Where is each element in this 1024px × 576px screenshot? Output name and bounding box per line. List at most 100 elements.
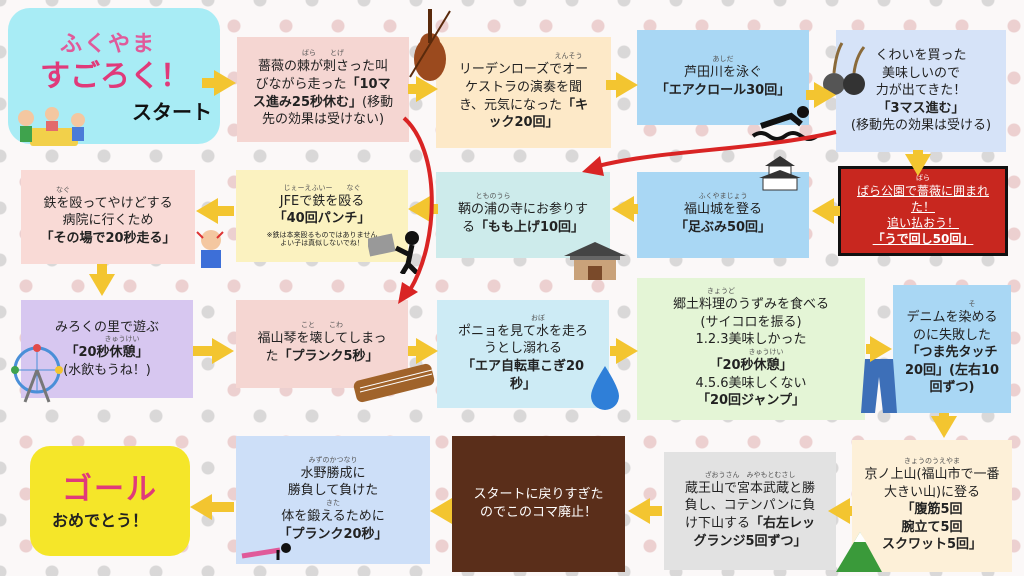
castle-icon xyxy=(755,152,805,198)
arrow-stem xyxy=(832,206,840,216)
text: JFEで鉄を殴る xyxy=(279,193,365,209)
arrow-stem xyxy=(610,346,618,356)
square-tetsu[interactable]: なぐ 鉄を殴ってやけどする 病院に行くため 「その場で20秒走る」 xyxy=(21,170,224,268)
text: 力が出てきた！ xyxy=(875,83,967,99)
injured-person-icon xyxy=(193,228,229,274)
ruby: とものうら xyxy=(475,192,511,201)
start-label: スタート xyxy=(132,99,212,124)
square-miroku[interactable]: みろくの里で遊ぶ きゅうけい 「20秒休憩」 (水飲もうね！) xyxy=(11,300,193,403)
effect: 「20秒休憩」 xyxy=(65,345,149,361)
ruby: きょうど xyxy=(707,287,735,296)
text: 大きい山)に登る xyxy=(883,484,981,500)
text: き、元気になった xyxy=(458,97,563,113)
text: 福山城を登る xyxy=(683,202,762,218)
square-zao[interactable]: ざおうさん みやもとむさし 蔵王山で宮本武蔵と勝 負し、コテンパンに負 け下山す… xyxy=(664,452,836,570)
square-bara[interactable]: ばら とげ 薔薇の棘が刺さった叫 びながら走った「10マ ス進み25秒休む」(移… xyxy=(237,37,409,142)
water-drop-icon xyxy=(587,364,623,420)
arrow-right-icon xyxy=(416,338,438,364)
text: た xyxy=(265,349,279,364)
arrow-stem xyxy=(210,502,234,512)
effect: ス進み25秒休む」 xyxy=(252,94,362,110)
text: 鞆の浦の寺にお参りす xyxy=(457,202,588,218)
text: 蔵王山で宮本武蔵と勝 xyxy=(684,480,815,496)
arrow-down-icon xyxy=(905,154,931,176)
ruby: みずのかつなり xyxy=(308,455,358,464)
text: 病院に行くため xyxy=(62,213,154,229)
effect: 「腹筋5回 xyxy=(901,502,963,518)
square-castle[interactable]: ふくやまじょう 福山城を登る 「足ぶみ50回」 xyxy=(637,156,809,258)
temple-icon xyxy=(562,242,628,290)
text: (サイコロを振る) xyxy=(700,314,802,330)
arrow-stem xyxy=(606,80,618,90)
square-kuwai[interactable]: くわいを買った 美味しいので 力が出てきた！ 「3マス進む」 (移動先の効果は受… xyxy=(823,30,1006,152)
start-title-line1: ふくやま xyxy=(60,32,157,57)
arrow-left-icon xyxy=(190,494,212,520)
text: のでこのコマ廃止！ xyxy=(479,505,597,520)
square-koto[interactable]: こと こわ 福山琴を壊してしまっ た「プランク5秒」 xyxy=(236,300,435,403)
text: 追い払おう！ xyxy=(886,216,959,230)
ruby: おぼ xyxy=(531,313,545,322)
arrow-left-icon xyxy=(196,198,218,224)
text: 郷土料理のうずみを食べる xyxy=(672,297,829,313)
goal-subtitle: おめでとう！ xyxy=(51,511,148,531)
text: リーデンローズでオー xyxy=(458,62,589,78)
text: る xyxy=(461,220,475,235)
effect: 「その場で20秒走る」 xyxy=(40,230,176,246)
square-kyono[interactable]: きょうのうえやま 京ノ上山(福山市で一番 大きい山)に登る 「腹筋5回 腕立て5… xyxy=(836,440,1012,572)
arrow-stem xyxy=(97,264,107,276)
arrow-right-icon xyxy=(616,338,638,364)
effect: 「エアクロール30回」 xyxy=(655,82,791,98)
cello-icon xyxy=(406,7,456,93)
ruby: あしだ xyxy=(712,54,734,63)
jeans-icon xyxy=(859,357,899,421)
arrow-left-icon xyxy=(408,196,430,222)
effect: 「もも上げ10回」 xyxy=(474,220,585,235)
square-ashida[interactable]: あしだ 芦田川を泳ぐ 「エアクロール30回」 xyxy=(637,30,819,141)
arrow-stem xyxy=(193,346,213,356)
arrow-stem xyxy=(913,150,923,156)
ruby: ばら xyxy=(916,173,930,182)
ruby: きた xyxy=(326,499,340,507)
note: ※鉄は本来殴るものではありません xyxy=(266,230,378,239)
effect: 「3マス進む」 xyxy=(877,100,965,116)
text: ばら公園で薔薇に囲まれた！ xyxy=(856,183,989,214)
ruby: きゅうけい xyxy=(104,335,140,344)
square-tomo[interactable]: とものうら 鞆の浦の寺にお参りす る「もも上げ10回」 xyxy=(436,172,626,280)
arrow-stem xyxy=(408,84,418,94)
square-mizuno[interactable]: みずのかつなり 水野勝成に 勝負して負けた きた 体を鍛えるために 「プランク2… xyxy=(236,436,430,564)
square-rose[interactable]: ばら ばら公園で薔薇に囲まれた！ 追い払おう！ 「うで回し50回」 xyxy=(838,166,1008,256)
square-jfe[interactable]: じぇーえふいー なぐ JFEで鉄を殴る 「40回パンチ」 ※鉄は本来殴るものでは… xyxy=(236,170,420,276)
effect: 回ずつ) xyxy=(929,380,975,396)
ruby: ざおうさん みやもとむさし xyxy=(704,470,796,479)
text: 負し、コテンパンに負 xyxy=(684,498,816,514)
effect: 「うで回し50回」 xyxy=(872,232,974,247)
square-lily[interactable]: えんそう リーデンローズでオー ケストラの演奏を聞 き、元気になった「キ ック2… xyxy=(409,9,611,148)
ruby: こと こわ xyxy=(301,321,343,330)
ruby: えんそう xyxy=(554,52,583,61)
text: 京ノ上山(福山市で一番 xyxy=(864,467,1000,483)
square-uzumi[interactable]: きょうど 郷土料理のうずみを食べる (サイコロを振る) 1.2.3美味しかった … xyxy=(637,278,865,420)
text: のに失敗した xyxy=(912,327,991,343)
note: よい子は真似しないでね！ xyxy=(280,239,364,248)
text: 芦田川を泳ぐ xyxy=(683,64,762,80)
goal-square[interactable]: ゴール おめでとう！ xyxy=(30,446,190,556)
square-ponyo[interactable]: おぼ ポニョを見て水を走ろ うとし溺れる 「エア自転車こぎ20 秒」 xyxy=(437,300,619,410)
text: 福山琴を壊してしまっ xyxy=(257,331,387,347)
punch-icon xyxy=(366,224,428,280)
text: 先の効果は受けない) xyxy=(261,112,385,128)
text: スタートに戻りすぎた xyxy=(473,487,604,503)
text: うとし溺れる xyxy=(483,341,562,357)
square-denim[interactable]: そ デニムを染める のに失敗した 「つま先タッチ 20回」(左右10 回ずつ) xyxy=(861,285,1011,413)
arrow-left-icon xyxy=(612,196,634,222)
text: (水飲もうね！) xyxy=(63,362,151,378)
arrow-stem xyxy=(632,204,638,214)
ruby: きょうのうえやま xyxy=(904,457,960,466)
text: ケストラの演奏を聞 xyxy=(464,79,582,95)
start-square[interactable]: ふくやま すごろく！ スタート xyxy=(8,8,220,146)
swimmer-icon xyxy=(751,104,823,150)
effect: 「10マ xyxy=(346,76,391,92)
ruby: ばら とげ xyxy=(302,49,344,58)
square-modori[interactable]: スタートに戻りすぎた のでこのコマ廃止！ xyxy=(452,436,625,572)
effect: 「プランク5秒」 xyxy=(278,349,379,364)
effect: 「20秒休憩」 xyxy=(709,358,793,373)
